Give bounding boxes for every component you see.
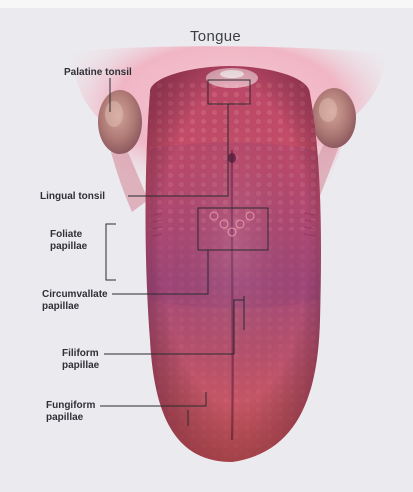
label-circumvallate-papillae: Circumvallate papillae [42,289,108,312]
diagram-title: Tongue [190,28,241,45]
tongue-body [140,60,330,470]
label-palatine-tonsil: Palatine tonsil [64,67,132,79]
label-filiform-papillae: Filiform papillae [62,348,99,371]
label-foliate-papillae: Foliate papillae [50,229,87,252]
label-lingual-tonsil: Lingual tonsil [40,191,105,203]
label-fungiform-papillae: Fungiform papillae [46,400,95,423]
